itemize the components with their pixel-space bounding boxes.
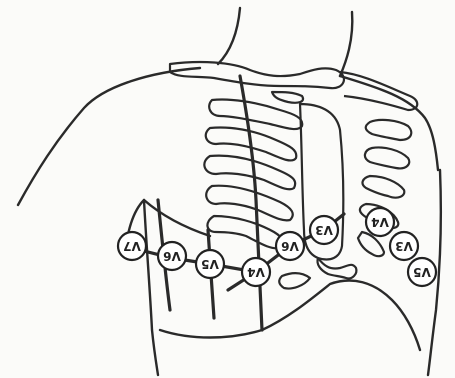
xiphoid-process	[317, 258, 356, 278]
left-rib-1	[209, 99, 302, 129]
electrode-e5: V6	[276, 232, 304, 260]
electrode-e2: V6	[158, 242, 186, 270]
electrode-e1: V7	[118, 232, 146, 260]
right-clavicle	[340, 72, 417, 110]
left-arm-inner-line	[144, 200, 158, 375]
lower-chest-line	[160, 281, 420, 350]
electrode-label: V3	[395, 239, 413, 253]
electrode-e9: V5	[408, 258, 436, 286]
right-rib-3	[363, 176, 405, 198]
electrode-e4: V4	[242, 258, 270, 286]
left-rib-3	[204, 156, 295, 190]
electrode-e6: V3	[310, 216, 338, 244]
electrode-label: V3	[315, 223, 333, 237]
left-rib-5	[207, 216, 283, 248]
right-rib-2	[365, 147, 409, 168]
clavicles	[170, 62, 417, 110]
reference-lines	[132, 76, 344, 330]
electrode-label: V4	[247, 265, 265, 279]
neck-left-line	[218, 8, 240, 64]
electrode-label: V4	[371, 215, 389, 229]
torso-outline	[18, 8, 441, 375]
sternal-notch	[272, 92, 303, 103]
electrode-e8: V3	[390, 232, 418, 260]
electrode-label: V5	[201, 257, 219, 271]
electrode-label: V6	[163, 249, 181, 263]
electrode-label: V5	[413, 265, 431, 279]
left-clavicle	[170, 62, 344, 88]
midclavicular-line	[240, 76, 262, 330]
left-chest-curve	[144, 200, 210, 236]
left-shoulder-line	[18, 68, 200, 205]
right-rib-1	[366, 120, 412, 140]
electrode-e3: V5	[196, 250, 224, 278]
electrode-e7: V4	[366, 208, 394, 236]
electrode-label: V7	[123, 239, 141, 253]
electrode-label: V6	[281, 239, 299, 253]
costal-margin	[279, 273, 310, 288]
neck-right-line	[340, 12, 352, 76]
right-shoulder-line	[340, 76, 438, 170]
